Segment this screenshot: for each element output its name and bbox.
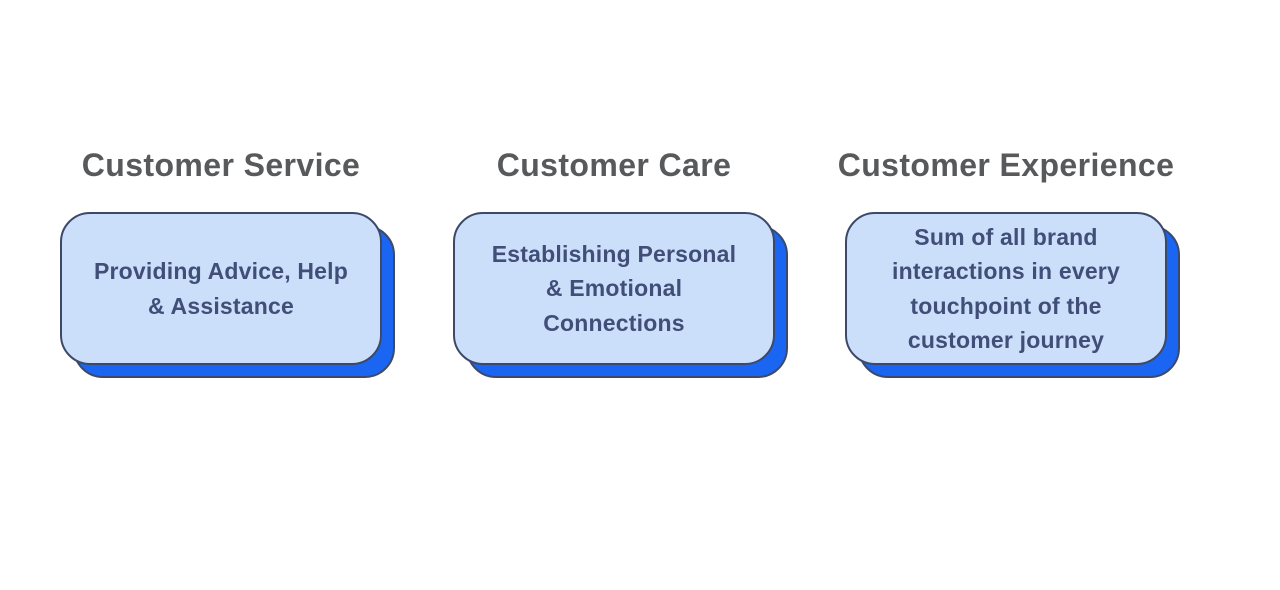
heading-customer-service: Customer Service <box>81 147 361 183</box>
card-text-customer-care: Establishing Personal & Emotional Connec… <box>491 240 737 336</box>
card-customer-experience: Sum of all brand interactions in every t… <box>845 212 1180 378</box>
card-text-customer-service: Providing Advice, Help & Assistance <box>93 258 349 319</box>
card-face: Sum of all brand interactions in every t… <box>845 212 1167 365</box>
heading-customer-experience: Customer Experience <box>837 147 1175 183</box>
card-customer-care: Establishing Personal & Emotional Connec… <box>453 212 788 378</box>
column-customer-care: Customer Care Establishing Personal & Em… <box>453 143 788 378</box>
card-text-customer-experience: Sum of all brand interactions in every t… <box>892 223 1120 354</box>
column-customer-experience: Customer Experience Sum of all brand int… <box>838 143 1180 378</box>
card-face: Establishing Personal & Emotional Connec… <box>453 212 775 365</box>
column-customer-service: Customer Service Providing Advice, Help … <box>60 143 395 378</box>
card-face: Providing Advice, Help & Assistance <box>60 212 382 365</box>
heading-customer-care: Customer Care <box>496 147 732 183</box>
card-customer-service: Providing Advice, Help & Assistance <box>60 212 395 378</box>
